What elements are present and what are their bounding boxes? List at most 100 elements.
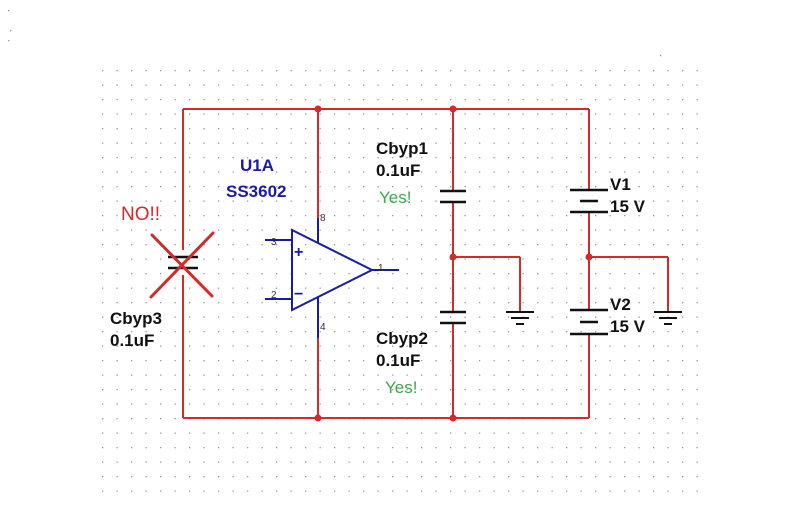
grid-dot [247,389,249,391]
capacitor-cbyp1[interactable] [440,189,466,204]
grid-dot [305,186,307,188]
ground-icon[interactable] [654,311,682,325]
grid-dot [261,389,263,391]
grid-dot [406,157,408,159]
grid-dot [479,70,481,72]
capacitor-cbyp2[interactable] [440,310,466,325]
voltage-source-v1[interactable] [570,188,608,214]
grid-dot [508,273,510,275]
grid-dot [145,273,147,275]
grid-dot [247,331,249,333]
grid-dot [566,490,568,492]
grid-dot [290,171,292,173]
cross-stroke-2 [149,231,215,299]
grid-dot [261,113,263,115]
grid-dot [450,403,452,405]
grid-dot [392,360,394,362]
grid-dot [464,331,466,333]
grid-dot [131,476,133,478]
grid-dot [218,360,220,362]
grid-dot [363,331,365,333]
grid-dot [131,70,133,72]
grid-dot [145,302,147,304]
grid-dot [537,447,539,449]
grid-dot [653,157,655,159]
grid-dot [566,157,568,159]
grid-dot [624,128,626,130]
grid-dot [595,490,597,492]
grid-dot [218,157,220,159]
grid-dot [595,418,597,420]
grid-dot [102,70,104,72]
grid-dot [464,287,466,289]
grid-dot [595,113,597,115]
grid-dot [406,244,408,246]
grid-dot [479,302,481,304]
grid-dot [377,157,379,159]
grid-dot [566,447,568,449]
grid-dot [116,389,118,391]
grid-dot [479,200,481,202]
grid-dot [595,258,597,260]
grid-dot [406,113,408,115]
inverting-sign: − [294,286,303,303]
grid-dot [653,186,655,188]
grid-dot [334,215,336,217]
grid-dot [392,244,394,246]
grid-dot [508,258,510,260]
grid-dot [160,418,162,420]
cbyp2-name: Cbyp2 [376,329,428,348]
ground-icon[interactable] [506,311,534,325]
grid-dot [537,142,539,144]
grid-dot [348,229,350,231]
grid-dot [696,316,698,318]
grid-dot [508,128,510,130]
grid-dot [624,476,626,478]
grid-dot [363,287,365,289]
grid-dot [392,157,394,159]
grid-dot [421,302,423,304]
grid-dot [624,360,626,362]
grid-dot [667,99,669,101]
grid-dot [174,200,176,202]
voltage-source-v2[interactable] [570,308,608,336]
grid-dot [653,374,655,376]
grid-dot [160,128,162,130]
grid-dot [682,345,684,347]
grid-dot [116,461,118,463]
grid-dot [624,345,626,347]
grid-dot [566,70,568,72]
grid-dot [203,70,205,72]
grid-dot [247,287,249,289]
opamp-u1a[interactable]: + − 3 2 1 8 4 [265,213,399,338]
grid-dot [131,215,133,217]
grid-dot [435,287,437,289]
junction-dot [585,253,593,261]
grid-dot [609,142,611,144]
grid-dot [464,229,466,231]
grid-dot [551,171,553,173]
grid-dot [667,142,669,144]
grid-dot [305,287,307,289]
grid-dot [406,331,408,333]
grid-dot [218,302,220,304]
grid-dot [479,287,481,289]
grid-dot [276,389,278,391]
grid-dot [580,345,582,347]
grid-dot [609,84,611,86]
grid-dot [377,316,379,318]
grid-dot [348,331,350,333]
grid-dot [392,316,394,318]
grid-dot [189,128,191,130]
grid-dot [319,258,321,260]
grid-dot [638,229,640,231]
grid-dot [218,316,220,318]
grid-dot [696,142,698,144]
grid-dot [479,490,481,492]
grid-dot [696,186,698,188]
grid-dot [638,476,640,478]
grid-dot [276,84,278,86]
grid-dot [508,200,510,202]
grid-dot [609,360,611,362]
grid-dot [421,316,423,318]
